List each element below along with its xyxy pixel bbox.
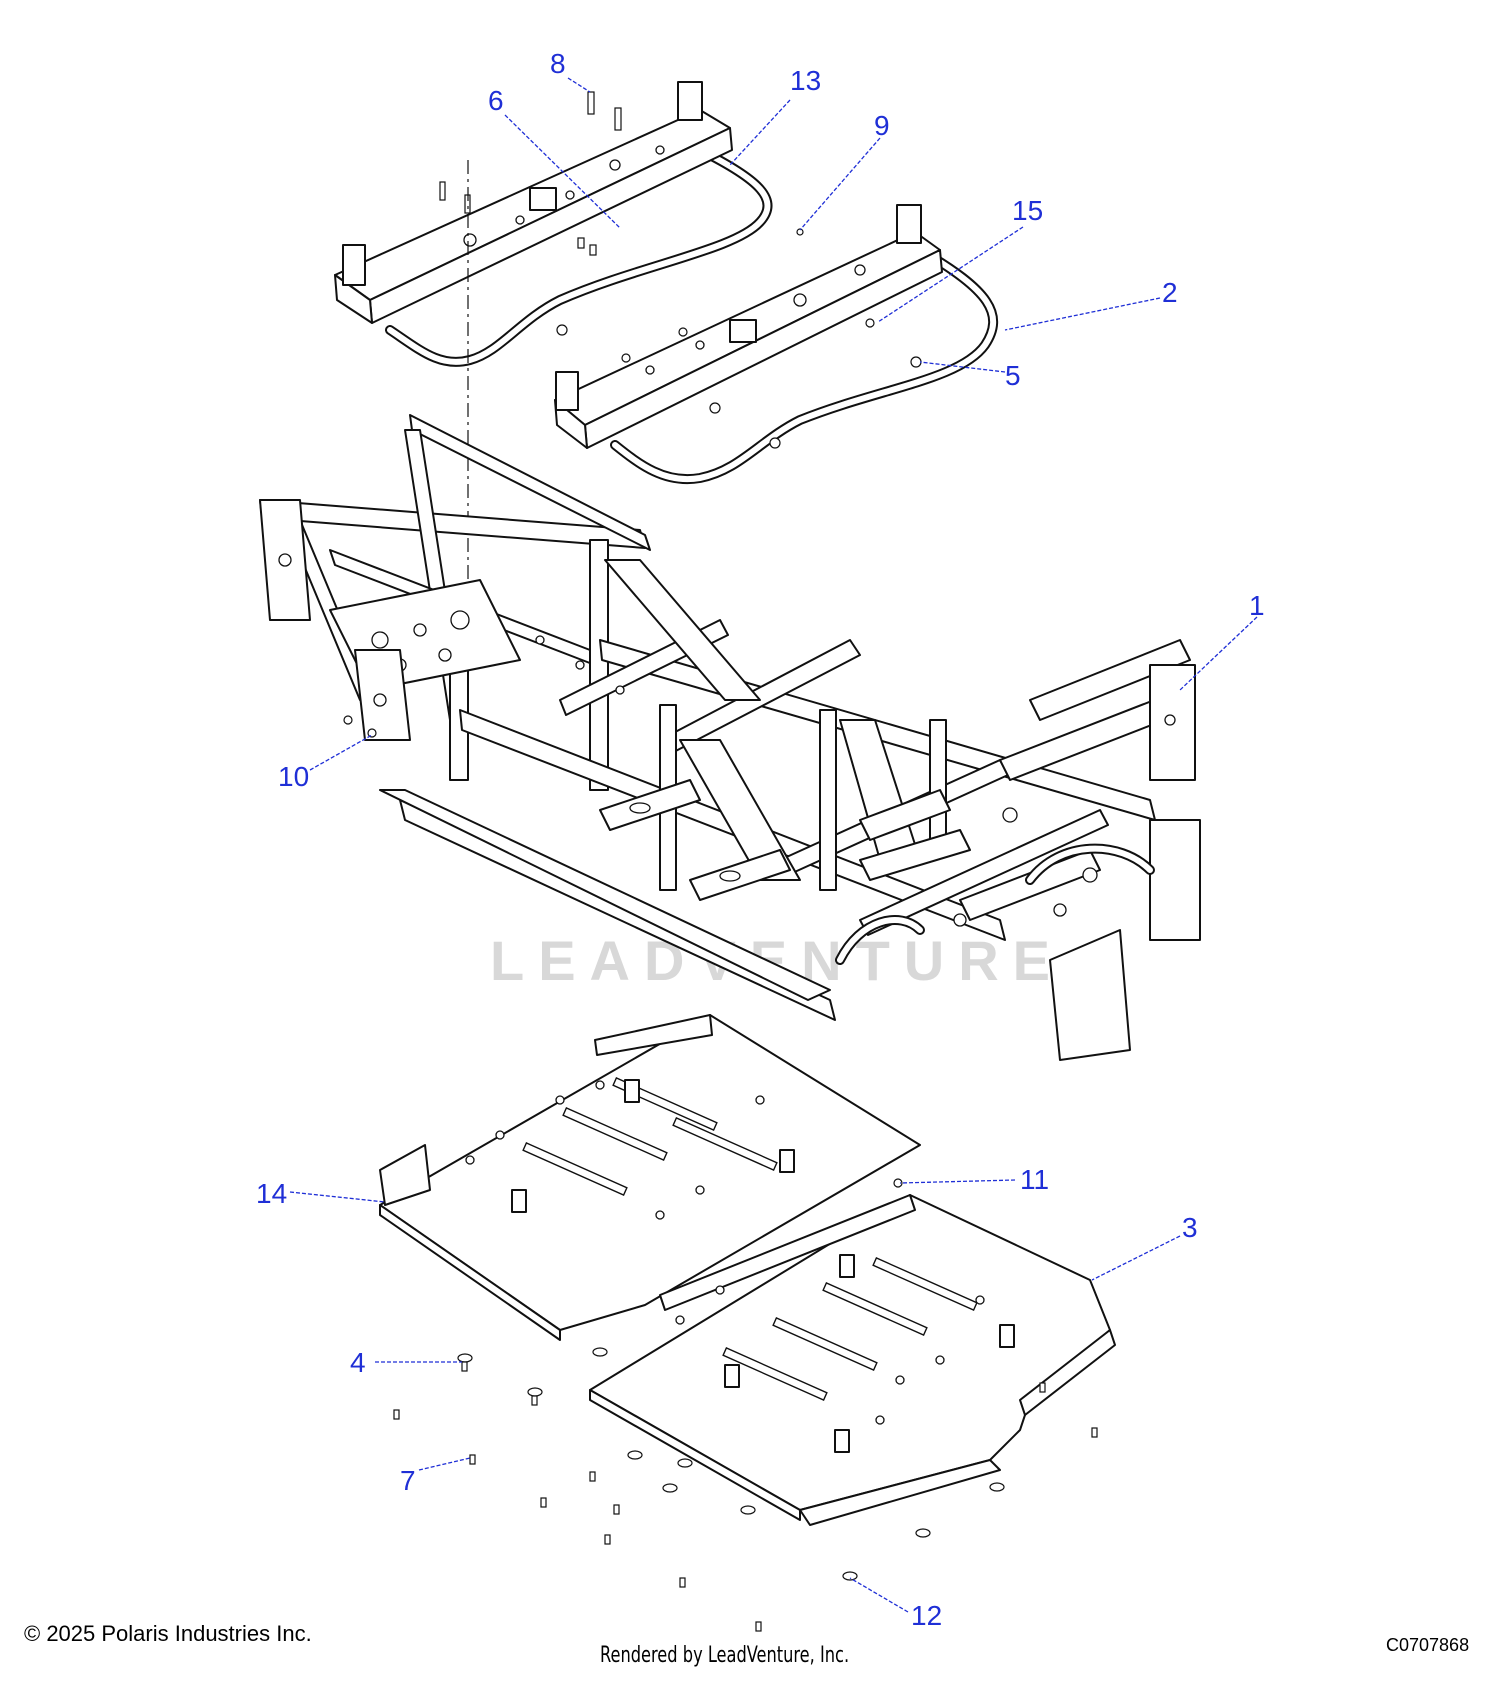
- seat-base-right[interactable]: [554, 204, 999, 485]
- callout-9[interactable]: 9: [874, 110, 890, 141]
- floor-panel-right[interactable]: [589, 1194, 1116, 1526]
- callout-10[interactable]: 10: [278, 761, 309, 792]
- frame-nut-10: [367, 728, 377, 738]
- callout-14[interactable]: 14: [256, 1178, 287, 1209]
- callout-4[interactable]: 4: [350, 1347, 366, 1378]
- callout-1[interactable]: 1: [1249, 590, 1265, 621]
- callout-8[interactable]: 8: [550, 48, 566, 79]
- callout-6[interactable]: 6: [488, 85, 504, 116]
- rendered-by-text: Rendered by LeadVenture, Inc.: [600, 1643, 850, 1668]
- callout-7[interactable]: 7: [400, 1465, 416, 1496]
- seat-base-left[interactable]: [334, 81, 773, 367]
- loose-fasteners: [393, 1347, 1098, 1632]
- callout-5[interactable]: 5: [1005, 360, 1021, 391]
- seat-base-bolts-upper: [439, 91, 688, 337]
- diagram-code: C0707868: [1386, 1635, 1470, 1655]
- frame-nut-10b: [343, 715, 353, 725]
- seat-base-bolts-lower: [621, 228, 922, 449]
- main-frame[interactable]: [259, 414, 1201, 1061]
- floor-panel-left[interactable]: [379, 1014, 921, 1341]
- floor-fastener-11: [893, 1178, 903, 1188]
- callout-15[interactable]: 15: [1012, 195, 1043, 226]
- callout-13[interactable]: 13: [790, 65, 821, 96]
- copyright-text: © 2025 Polaris Industries Inc.: [24, 1621, 312, 1646]
- callout-11[interactable]: 11: [1020, 1164, 1049, 1195]
- callout-3[interactable]: 3: [1182, 1212, 1198, 1243]
- callout-leaders: [289, 77, 1258, 1613]
- callout-12[interactable]: 12: [911, 1600, 942, 1631]
- callout-2[interactable]: 2: [1162, 277, 1178, 308]
